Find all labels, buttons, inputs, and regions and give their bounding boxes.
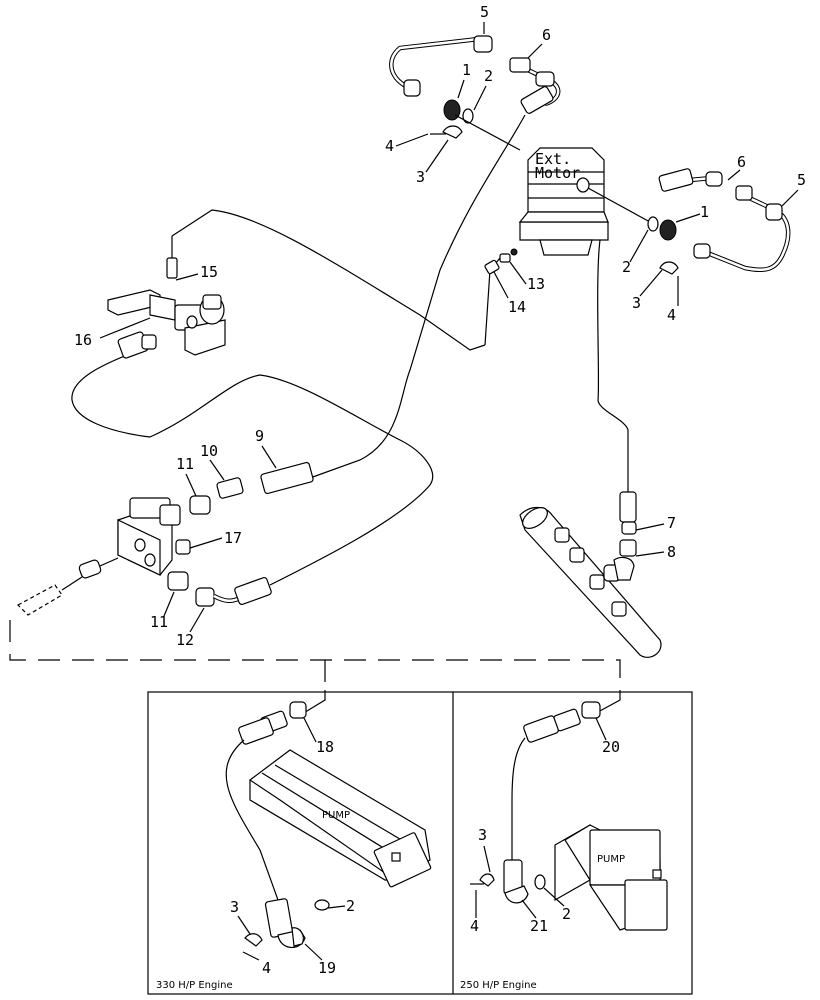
callout-11-lower: 11 [150, 613, 168, 631]
callout-6-top-right: 6 [737, 153, 746, 171]
left-connector [17, 557, 119, 616]
engine-250-label: 250 H/P Engine [460, 980, 537, 991]
callout-5-top-left: 5 [480, 3, 489, 21]
callout-3-250: 3 [478, 826, 487, 844]
callout-16: 16 [74, 331, 92, 349]
callout-14: 14 [508, 298, 526, 316]
fitting-13-14 [484, 248, 518, 275]
callout-2-330: 2 [346, 897, 355, 915]
top-right-hose-assembly [647, 168, 791, 306]
pump-label-250: PUMP [597, 854, 625, 865]
top-left-hose-assembly [389, 35, 561, 139]
callout-2-250: 2 [562, 905, 571, 923]
callout-3-330: 3 [230, 898, 239, 916]
pump-250: PUMP 250 H/P Engine [460, 690, 668, 991]
callout-4-top-left: 4 [385, 137, 394, 155]
callout-4-250: 4 [470, 917, 479, 935]
pump-label-330: PUMP [322, 810, 350, 821]
callout-6-top-left: 6 [542, 26, 551, 44]
callout-15: 15 [200, 263, 218, 281]
callout-9: 9 [255, 427, 264, 445]
callout-5-top-right: 5 [797, 171, 806, 189]
callouts: 5 6 1 2 4 3 6 5 1 2 3 4 15 13 14 16 9 10 [74, 3, 806, 977]
motor-label-line1: Ext. [535, 150, 571, 168]
valve-block-middle [117, 461, 314, 607]
tank-tube [519, 491, 662, 658]
callout-8: 8 [667, 543, 676, 561]
callout-2-top-left: 2 [484, 67, 493, 85]
callout-10: 10 [200, 442, 218, 460]
callout-11-upper: 11 [176, 455, 194, 473]
callout-12: 12 [176, 631, 194, 649]
callout-17: 17 [224, 529, 242, 547]
callout-1-top-right: 1 [700, 203, 709, 221]
callout-4-top-right: 4 [667, 306, 676, 324]
engine-330-label: 330 H/P Engine [156, 980, 233, 991]
valve-block-upper [99, 257, 226, 359]
callout-1-top-left: 1 [462, 61, 471, 79]
callout-7: 7 [667, 514, 676, 532]
callout-20: 20 [602, 738, 620, 756]
callout-3-top-right: 3 [632, 294, 641, 312]
motor-label-line2: Motor [535, 164, 580, 182]
callout-13: 13 [527, 275, 545, 293]
callout-19: 19 [318, 959, 336, 977]
callout-18: 18 [316, 738, 334, 756]
pump-330: PUMP 330 H/P Engine [156, 690, 432, 991]
external-motor: Ext. Motor [518, 147, 609, 256]
callout-3-top-left: 3 [416, 168, 425, 186]
engine-panels [147, 691, 693, 995]
callout-4-330: 4 [262, 959, 271, 977]
callout-21: 21 [530, 917, 548, 935]
callout-2-top-right: 2 [622, 258, 631, 276]
